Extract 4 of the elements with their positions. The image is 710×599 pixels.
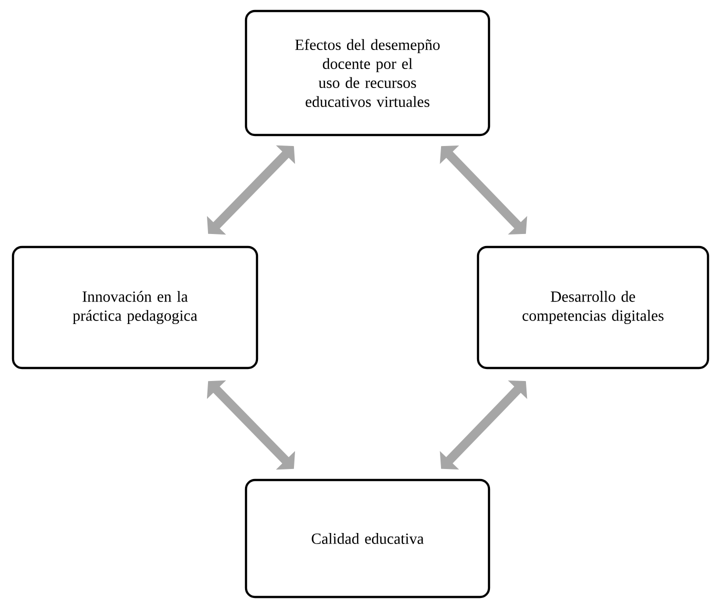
process-box: Innovación en la práctica pedagogica bbox=[12, 246, 258, 370]
process-box: Efectos del desemepño docente por el uso de recursos educativos virtuales bbox=[244, 10, 490, 136]
process-box: Calidad educativa bbox=[244, 478, 490, 598]
process-box: Desarrollo de competencias digitales bbox=[476, 246, 710, 370]
